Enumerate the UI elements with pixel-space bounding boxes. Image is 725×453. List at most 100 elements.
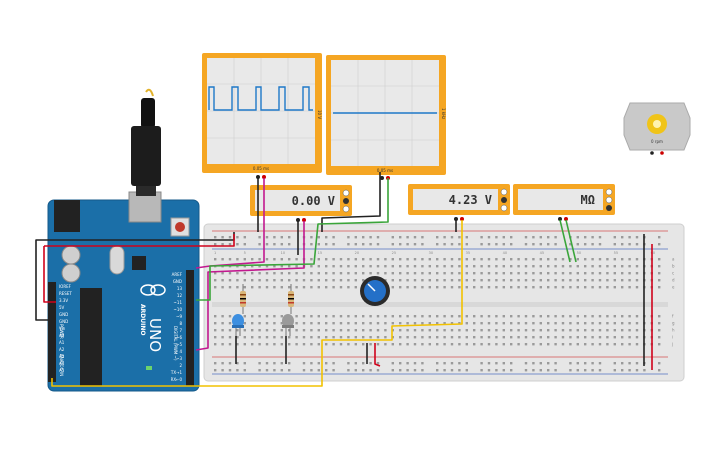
breadboard-hole[interactable]: [384, 265, 387, 268]
breadboard-hole[interactable]: [547, 236, 550, 239]
breadboard-hole[interactable]: [450, 258, 454, 261]
breadboard-hole[interactable]: [236, 369, 239, 372]
breadboard-hole[interactable]: [347, 272, 350, 275]
multimeter-left-probe-red[interactable]: [302, 218, 306, 222]
breadboard-hole[interactable]: [399, 243, 402, 246]
breadboard-hole[interactable]: [473, 329, 476, 332]
breadboard-hole[interactable]: [413, 265, 417, 268]
breadboard-hole[interactable]: [347, 286, 350, 289]
breadboard-hole[interactable]: [288, 369, 291, 372]
breadboard-hole[interactable]: [658, 322, 661, 325]
breadboard-hole[interactable]: [635, 236, 639, 239]
breadboard-hole[interactable]: [532, 336, 535, 339]
breadboard-hole[interactable]: [421, 279, 424, 282]
breadboard-hole[interactable]: [576, 272, 579, 275]
breadboard-hole[interactable]: [436, 265, 439, 268]
breadboard-hole[interactable]: [376, 272, 380, 275]
breadboard-hole[interactable]: [584, 336, 587, 339]
breadboard-hole[interactable]: [280, 272, 283, 275]
breadboard-hole[interactable]: [384, 336, 387, 339]
breadboard-hole[interactable]: [265, 343, 269, 346]
breadboard-hole[interactable]: [584, 279, 587, 282]
breadboard-hole[interactable]: [436, 369, 439, 372]
breadboard-hole[interactable]: [576, 369, 579, 372]
breadboard-hole[interactable]: [480, 336, 483, 339]
breadboard-hole[interactable]: [288, 329, 291, 332]
breadboard-hole[interactable]: [613, 343, 616, 346]
breadboard-hole[interactable]: [480, 243, 483, 246]
breadboard-hole[interactable]: [265, 265, 269, 268]
breadboard-hole[interactable]: [236, 286, 239, 289]
breadboard-hole[interactable]: [569, 322, 572, 325]
breadboard-hole[interactable]: [658, 369, 661, 372]
breadboard-hole[interactable]: [354, 286, 357, 289]
breadboard-hole[interactable]: [628, 265, 631, 268]
breadboard-hole[interactable]: [598, 336, 602, 339]
breadboard-hole[interactable]: [369, 236, 372, 239]
breadboard-hole[interactable]: [317, 286, 320, 289]
breadboard-hole[interactable]: [598, 243, 602, 246]
breadboard-hole[interactable]: [310, 258, 313, 261]
breadboard-hole[interactable]: [635, 315, 639, 318]
breadboard-hole[interactable]: [362, 369, 365, 372]
breadboard-hole[interactable]: [547, 279, 550, 282]
breadboard-hole[interactable]: [510, 315, 513, 318]
breadboard-hole[interactable]: [384, 315, 387, 318]
breadboard-hole[interactable]: [598, 322, 602, 325]
breadboard-hole[interactable]: [436, 315, 439, 318]
breadboard-hole[interactable]: [347, 336, 350, 339]
breadboard-hole[interactable]: [502, 336, 505, 339]
breadboard-hole[interactable]: [369, 343, 372, 346]
breadboard-hole[interactable]: [428, 336, 431, 339]
breadboard-hole[interactable]: [325, 258, 328, 261]
breadboard-hole[interactable]: [302, 343, 306, 346]
breadboard-hole[interactable]: [532, 279, 535, 282]
breadboard-hole[interactable]: [243, 322, 246, 325]
breadboard-hole[interactable]: [399, 329, 402, 332]
breadboard-hole[interactable]: [347, 315, 350, 318]
breadboard-hole[interactable]: [547, 362, 550, 365]
breadboard-hole[interactable]: [421, 369, 424, 372]
breadboard-hole[interactable]: [302, 369, 306, 372]
breadboard-hole[interactable]: [428, 272, 431, 275]
breadboard-hole[interactable]: [480, 286, 483, 289]
breadboard-hole[interactable]: [317, 322, 320, 325]
breadboard-hole[interactable]: [243, 243, 246, 246]
breadboard-hole[interactable]: [354, 336, 357, 339]
breadboard-hole[interactable]: [495, 243, 498, 246]
breadboard-hole[interactable]: [214, 329, 217, 332]
breadboard-hole[interactable]: [569, 279, 572, 282]
breadboard-hole[interactable]: [635, 272, 639, 275]
breadboard-hole[interactable]: [339, 329, 343, 332]
breadboard-hole[interactable]: [221, 236, 224, 239]
breadboard-hole[interactable]: [591, 343, 594, 346]
breadboard-hole[interactable]: [554, 243, 557, 246]
breadboard-hole[interactable]: [214, 322, 217, 325]
breadboard-hole[interactable]: [606, 265, 609, 268]
breadboard-hole[interactable]: [302, 286, 306, 289]
breadboard-hole[interactable]: [436, 322, 439, 325]
breadboard-hole[interactable]: [362, 236, 365, 239]
breadboard-hole[interactable]: [576, 265, 579, 268]
breadboard-hole[interactable]: [510, 272, 513, 275]
breadboard-hole[interactable]: [421, 315, 424, 318]
breadboard-hole[interactable]: [539, 322, 542, 325]
breadboard-hole[interactable]: [635, 329, 639, 332]
breadboard-hole[interactable]: [228, 272, 232, 275]
breadboard-hole[interactable]: [554, 315, 557, 318]
multimeter-right[interactable]: MΩ: [513, 184, 615, 221]
breadboard-hole[interactable]: [532, 315, 535, 318]
breadboard-hole[interactable]: [473, 343, 476, 346]
breadboard-hole[interactable]: [465, 315, 468, 318]
breadboard-hole[interactable]: [243, 362, 246, 365]
breadboard-hole[interactable]: [347, 243, 350, 246]
breadboard-hole[interactable]: [584, 369, 587, 372]
breadboard-hole[interactable]: [443, 369, 446, 372]
oscilloscope-left[interactable]: 0.05 ms 10 V: [202, 53, 322, 179]
breadboard-hole[interactable]: [598, 329, 602, 332]
breadboard-hole[interactable]: [376, 236, 380, 239]
breadboard-hole[interactable]: [362, 322, 365, 325]
breadboard-hole[interactable]: [384, 272, 387, 275]
breadboard-hole[interactable]: [465, 279, 468, 282]
